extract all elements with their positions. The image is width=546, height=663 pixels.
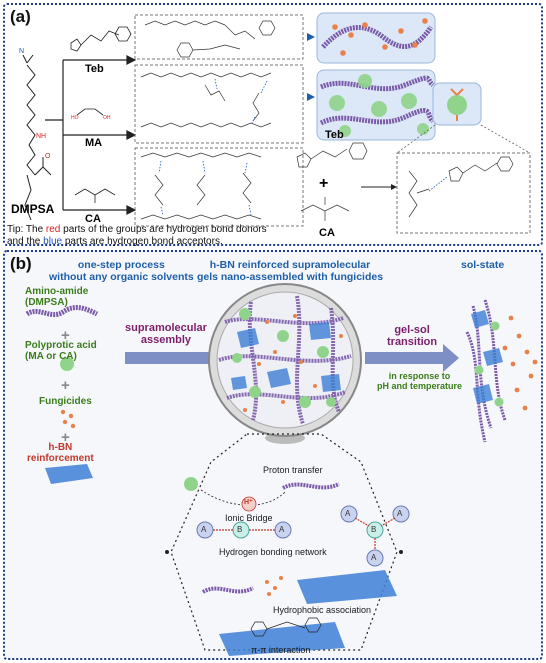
dmpsa-label: DMPSA [11, 203, 54, 216]
teb-molecule [297, 143, 367, 167]
assembly-label: supramolecular assembly [125, 322, 207, 346]
ca-product-label: CA [319, 227, 335, 239]
pipi-label: π-π interaction [251, 646, 310, 656]
fungicide-dots-icon [61, 410, 75, 428]
panel-b: (b) one-step process without any organic… [3, 250, 543, 660]
svg-text:NH: NH [36, 133, 46, 140]
proton-acid-sphere [184, 477, 198, 491]
node-a-2: A [279, 526, 284, 535]
teb-complex-structure [145, 21, 275, 57]
center-title: h-BN reinforced supramolecular gels nano… [195, 260, 385, 283]
ca-reagent [75, 189, 115, 203]
sol-state-picture [467, 300, 537, 442]
process-title: one-step process without any organic sol… [49, 260, 194, 283]
node-a-4: A [397, 510, 402, 519]
ca-teb-zoom-box [397, 153, 530, 233]
teb-assembly-picture [317, 13, 435, 63]
plus-sign-2: + [61, 378, 70, 395]
component-hbn: h-BN reinforcement [27, 442, 94, 464]
ca-complex-structure [141, 153, 261, 219]
transition-label: gel-sol transition [387, 324, 437, 348]
node-a-5: A [371, 554, 376, 563]
ma-reagent [77, 109, 103, 115]
node-b-1: B [237, 526, 242, 535]
h-ion-label: H⁺ [244, 499, 253, 507]
svg-text:O: O [45, 153, 51, 160]
hbond-network-label: Hydrogen bonding network [219, 548, 327, 558]
component-fungicides: Fungicides [39, 396, 92, 407]
branch-arrows [45, 56, 135, 214]
node-a-3: A [345, 510, 350, 519]
teb-complex-box [135, 15, 303, 59]
result-arrows [307, 33, 315, 101]
ca-hbonds [159, 161, 251, 215]
hydrophobic-hbn-sheet [297, 570, 397, 604]
component-acid: Polyprotic acid (MA or CA) [25, 340, 97, 362]
panel-a-tag: (a) [10, 7, 31, 27]
hydrophobic-label: Hydrophobic association [273, 606, 371, 616]
panel-a: N NH O HO OH [3, 3, 543, 246]
ma-complex-structure [141, 73, 271, 127]
teb-product-label: Teb [325, 129, 344, 141]
gel-sol-arrow [365, 344, 459, 372]
component-dmpsa: Amino-amide (DMPSA) [25, 286, 88, 308]
gel-sphere [209, 284, 361, 444]
ionic-bridge-label: Ionic Bridge [225, 514, 273, 524]
tip-note: Tip: The red parts of the groups are hyd… [7, 224, 267, 248]
hbn-sheet-icon [45, 464, 93, 484]
svg-text:OH: OH [103, 115, 111, 121]
ca-molecule [301, 197, 349, 221]
svg-text:HO: HO [71, 115, 79, 121]
ma-branch-label: MA [85, 137, 102, 149]
svg-text:N: N [19, 48, 24, 55]
panel-a-drawing: N NH O HO OH [5, 5, 545, 248]
node-a-1: A [201, 526, 206, 535]
proton-transfer-label: Proton transfer [263, 466, 323, 476]
ca-complex-box [135, 148, 303, 226]
teb-branch-label: Teb [85, 63, 104, 75]
dmpsa-chain-icon [27, 308, 97, 315]
transition-sub: in response to pH and temperature [377, 372, 462, 392]
node-b-2: B [371, 526, 376, 535]
panel-b-tag: (b) [10, 254, 32, 274]
plus-sign: + [319, 175, 328, 193]
ma-hbonds [215, 79, 267, 125]
teb-reagent [71, 27, 131, 51]
sol-state-title: sol-state [461, 260, 504, 272]
